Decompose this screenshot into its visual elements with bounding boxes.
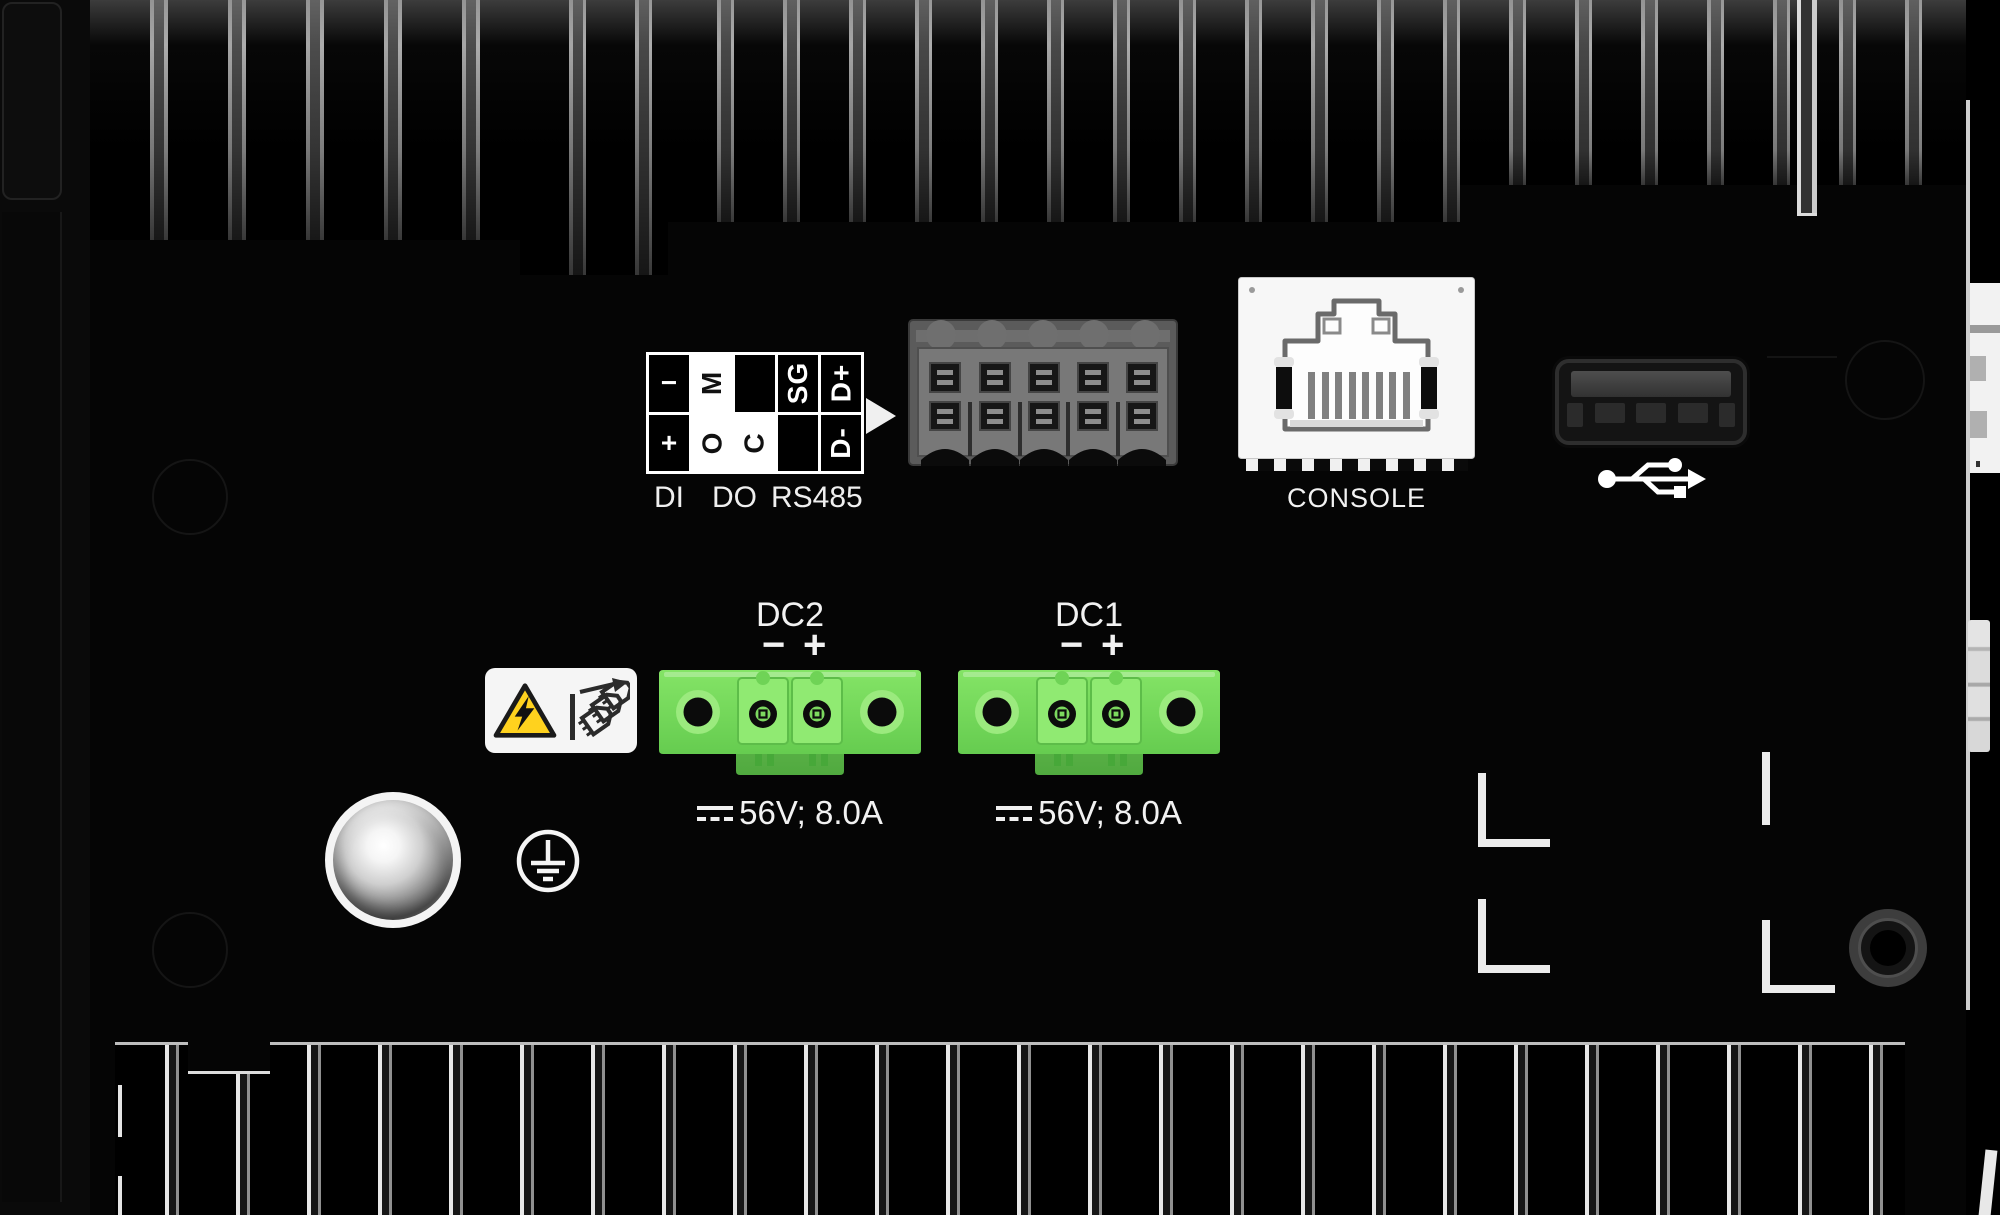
- dc1-terminal: [958, 670, 1220, 775]
- legend-cell-do-o: O: [692, 414, 732, 471]
- side-pcb-band: [1970, 325, 2000, 333]
- legend-cell-di-plus: +: [649, 414, 689, 471]
- disconnect-all-power-icon: [569, 677, 630, 740]
- side-pcb-edge: [1970, 283, 2000, 473]
- usb-contacts: [1567, 403, 1735, 427]
- side-highlight: [1978, 1149, 1998, 1215]
- usb-icon: [1598, 458, 1706, 498]
- legend-cell-rs485-dp: D+: [821, 355, 861, 412]
- dc2-wire-terminals: [737, 671, 843, 766]
- terminal-contacts: [929, 362, 1158, 431]
- heatsink-fin-gap: [1797, 0, 1817, 216]
- terminal-dividers: [968, 402, 1120, 456]
- chassis-right-seam: [1966, 100, 1970, 1010]
- alignment-mark: [1478, 773, 1550, 847]
- side-pcb-component: [1970, 411, 1987, 438]
- heatsink-fins-bottom: [115, 1042, 1905, 1215]
- dc2-plus: +: [803, 623, 827, 667]
- rj45-pins: [1308, 372, 1410, 419]
- label-rs485: RS485: [771, 481, 863, 514]
- ground-stud: [325, 792, 461, 928]
- legend-cell-do-c: C: [735, 414, 775, 471]
- console-label: CONSOLE: [1286, 483, 1427, 513]
- heatsink-fins-top-right: [668, 0, 1460, 222]
- usb-port: [1555, 359, 1747, 445]
- console-port-pins-strip: [1246, 459, 1468, 471]
- dc-symbol-icon: [697, 805, 734, 821]
- legend-cell-rs485-sg: SG: [778, 355, 818, 412]
- faint-panel-seam: [1767, 356, 1837, 358]
- dc1-plus: +: [1101, 623, 1125, 667]
- dc2-terminal: [659, 670, 921, 775]
- console-port: [1238, 277, 1475, 459]
- io-legend-grid: − M SG D+ + O C D-: [646, 352, 864, 474]
- label-di: DI: [654, 481, 684, 514]
- alignment-mark: [1762, 920, 1835, 993]
- rj45-latch-windows: [1274, 357, 1439, 419]
- side-pcb-mark: [1976, 461, 1980, 467]
- arrow-right-icon: [866, 398, 896, 434]
- side-pcb-component: [1970, 356, 1986, 381]
- legend-cell-blank: [735, 355, 775, 412]
- dc2-rating: 56V; 8.0A: [658, 794, 922, 832]
- io-terminal-block: [908, 319, 1178, 466]
- alignment-mark: [1762, 752, 1770, 825]
- legend-cell-di-minus: −: [649, 355, 689, 412]
- dc2-minus: −: [762, 623, 786, 667]
- label-do: DO: [712, 481, 757, 514]
- screw-hole: [1849, 909, 1927, 987]
- heatsink-fins-top-far-right: [1460, 0, 1966, 185]
- protective-earth-icon: [516, 829, 580, 893]
- legend-cell-rs485-dm: D-: [821, 414, 861, 471]
- side-connector: [1968, 620, 1990, 752]
- din-clip-end: [2, 2, 62, 200]
- legend-cell-blank: [778, 414, 818, 471]
- heatsink-fins-top-mid: [520, 0, 668, 275]
- dc-symbol-icon: [996, 805, 1033, 821]
- faint-screw-boss: [1845, 340, 1925, 420]
- heatsink-fin-notch: [188, 1042, 270, 1074]
- faint-screw-boss: [152, 459, 228, 535]
- faint-screw-boss: [152, 912, 228, 988]
- dc1-wire-terminals: [1036, 671, 1142, 766]
- dc1-rating: 56V; 8.0A: [957, 794, 1221, 832]
- alignment-mark: [1478, 899, 1550, 973]
- terminal-arches: [921, 449, 1166, 466]
- dc1-minus: −: [1060, 623, 1084, 667]
- chassis-left-edge: [0, 0, 90, 1215]
- warning-label: [485, 668, 637, 753]
- heatsink-fins-top-left: [90, 0, 520, 240]
- usb-tongue: [1571, 371, 1731, 397]
- high-voltage-warning-icon: [493, 682, 557, 738]
- legend-cell-do-m: M: [692, 355, 732, 412]
- terminal-scallops: [926, 320, 1160, 350]
- dc2-label: DC2: [755, 596, 825, 634]
- chassis-right-edge: [1966, 0, 2000, 1215]
- heatsink-edge-highlight: [118, 1176, 122, 1215]
- heatsink-edge-highlight: [118, 1085, 122, 1137]
- chassis-left-rail: [2, 212, 62, 1202]
- dc1-label: DC1: [1054, 596, 1124, 634]
